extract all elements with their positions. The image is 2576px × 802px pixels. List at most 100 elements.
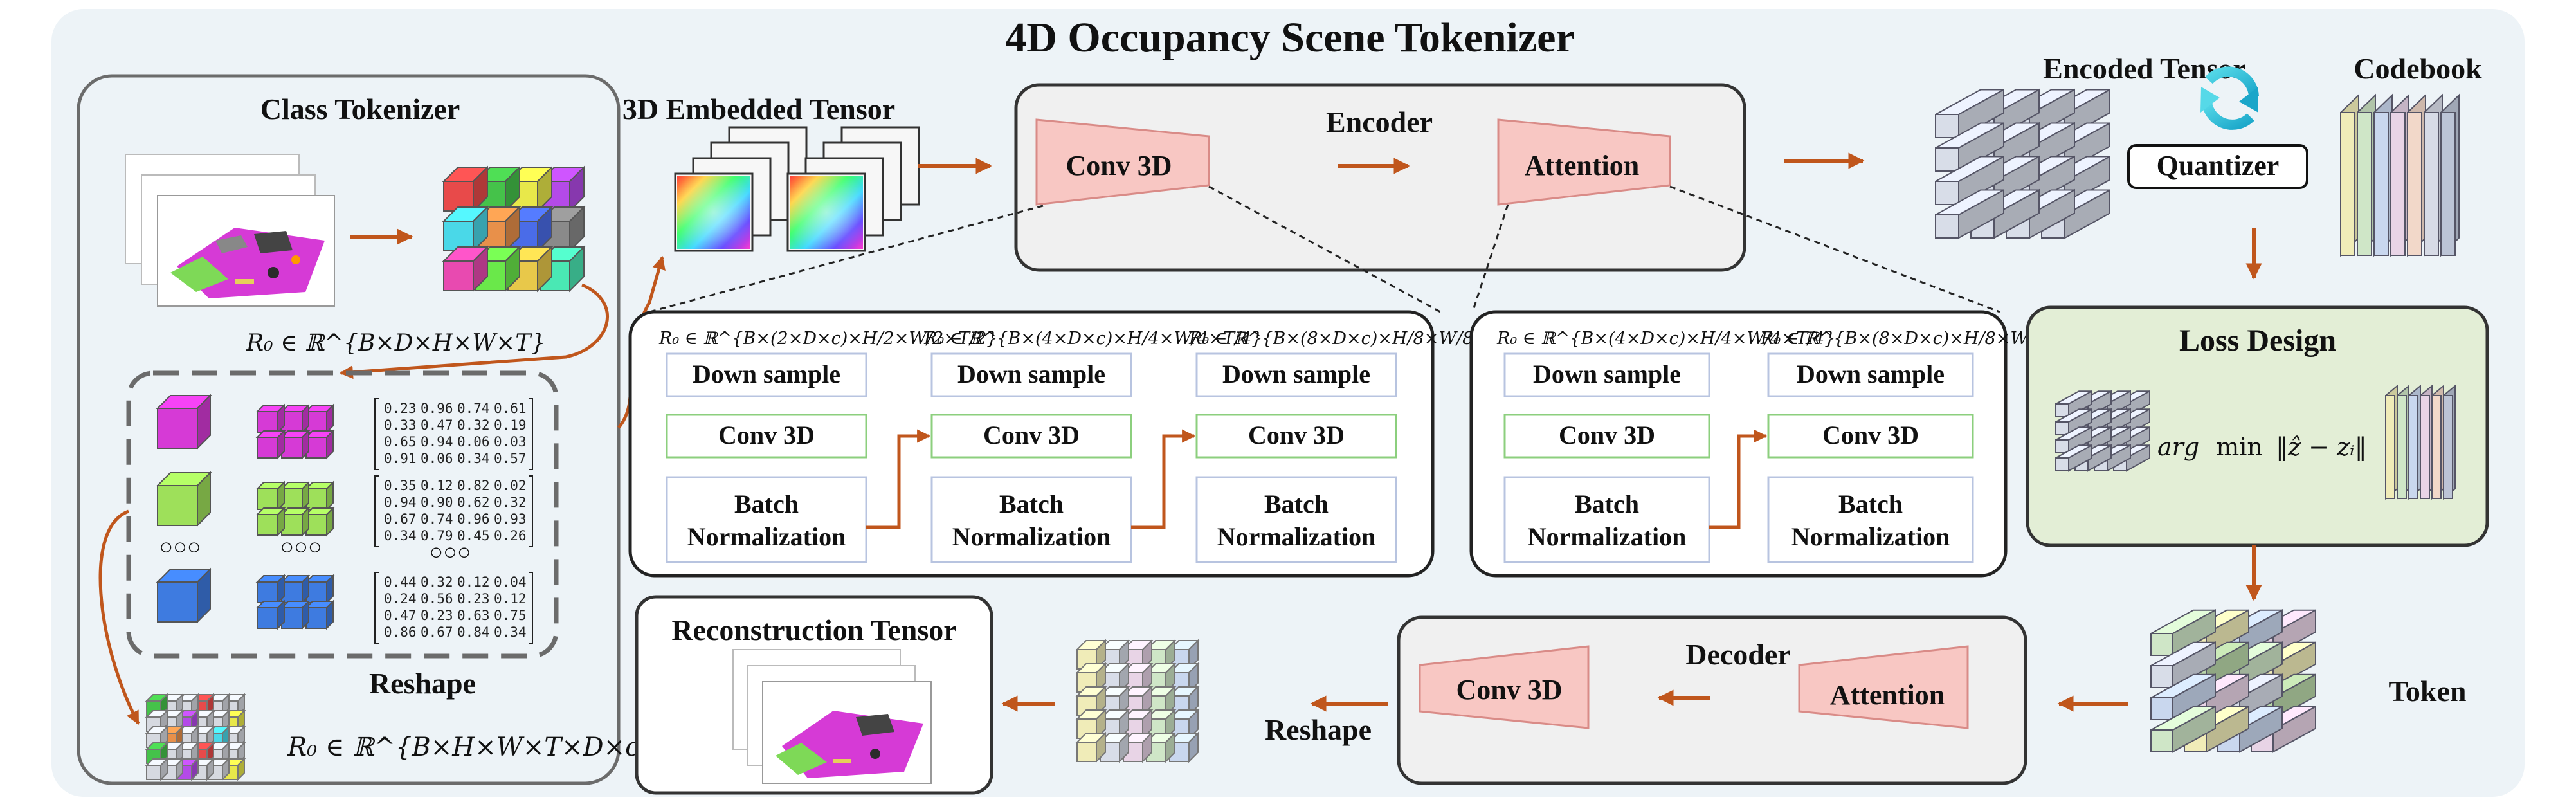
conv-detail-batchnorm-line2-1: Normalization (687, 522, 846, 551)
attention-detail-flow-arrow-1 (1709, 429, 1768, 529)
loss-formula-min: min (2216, 433, 2263, 461)
loss-codebook-mini (2385, 384, 2456, 500)
embedded-tensor-stack (674, 126, 920, 252)
matrix-1-cell-1-2: 0.32 (457, 417, 490, 433)
conv-detail-batchnorm-line1-2: Batch (999, 489, 1064, 518)
codebook-entry-2 (2357, 93, 2376, 257)
matrix-1-cell-1-0: 0.33 (384, 417, 417, 433)
encoded-bar-r2-c0 (1935, 155, 2004, 206)
encoder-conv3d-block (1035, 118, 1210, 206)
attention-detail-downsample-label-2: Down sample (1797, 360, 1945, 388)
matrix-2-cell-1-2: 0.62 (457, 495, 490, 510)
codebook-entry-4 (2390, 93, 2409, 257)
codebook-label: Codebook (2354, 52, 2482, 85)
matrix-3-cell-2-1: 0.23 (421, 608, 453, 623)
matrix-2-cell-0-1: 0.12 (421, 478, 453, 493)
occupancy-scene-stack (125, 154, 335, 307)
decoded-token-grid (1075, 639, 1200, 763)
reshape-cube-r4-c0 (145, 757, 169, 781)
matrix-1-left-bracket (374, 398, 379, 470)
conv-detail-downsample-label-3: Down sample (1222, 360, 1370, 388)
attention-detail-batchnorm-line1-1: Batch (1575, 489, 1639, 518)
matrix-1-cell-0-3: 0.61 (494, 401, 527, 416)
loss-codebook-entry-2 (2397, 384, 2409, 500)
token-bar-r0-c0 (2150, 609, 2216, 657)
attention-detail-conv3d-box-1 (1503, 414, 1710, 459)
conv-detail-conv3d-label-2: Conv 3D (983, 421, 1080, 450)
voxel-r1-c0 (442, 205, 489, 253)
matrix-2-cell-3-3: 0.26 (494, 528, 527, 543)
encoded-tensor-grid (1935, 88, 2110, 239)
matrix-1-cell-2-3: 0.03 (494, 434, 527, 450)
loss-grid-bar-r1-c0 (2055, 408, 2092, 436)
class-group-2-cube-r0-c2 (304, 480, 335, 511)
matrix-2-cell-0-2: 0.82 (457, 478, 490, 493)
detail-connector-conv-left (649, 205, 1044, 313)
encoded-bar-r3-c0 (1935, 188, 2004, 239)
class-group-2-cube-r1-c0 (255, 506, 286, 537)
conv-detail-formula-1: R₀ ∈ ℝ^{B×(2×D×c)×H/2×W/2×T/2} (658, 329, 997, 349)
class-group-3-cube-r0-c1 (280, 574, 311, 605)
codebook-entry-6 (2424, 93, 2443, 257)
matrix-1-cell-2-2: 0.06 (457, 434, 490, 450)
embedded-slice-2-1 (786, 172, 866, 252)
token-bar-r1-c0 (2150, 641, 2216, 689)
decoder-title: Decoder (1685, 638, 1790, 671)
loss-grid-bar-r3-c0 (2055, 444, 2092, 472)
class-ellipsis-2: ○○○ (280, 534, 322, 560)
arrow-voxels-to-class-matrices (339, 283, 609, 379)
matrix-3-cell-2-2: 0.63 (457, 608, 490, 623)
matrix-3-cell-3-0: 0.86 (384, 624, 417, 640)
matrix-2-cell-0-3: 0.02 (494, 478, 527, 493)
attention-detail-formula-1: R₀ ∈ ℝ^{B×(4×D×c)×H/4×W/4×T/4} (1496, 329, 1835, 349)
matrix-3-cell-1-3: 0.12 (494, 591, 527, 606)
encoded-bar-r1-c0 (1935, 122, 2004, 172)
conv-detail-flow-arrow-2 (1131, 429, 1196, 529)
matrix-1-cell-0-0: 0.23 (384, 401, 417, 416)
token-bar-r2-c0 (2150, 673, 2216, 721)
attention-detail-downsample-label-1: Down sample (1533, 360, 1681, 388)
matrix-2-left-bracket (374, 475, 379, 547)
conv-detail-downsample-box-2 (930, 352, 1132, 397)
matrix-3-cell-2-0: 0.47 (384, 608, 417, 623)
matrix-2-cell-1-3: 0.32 (494, 495, 527, 510)
class-group-3-cube-r0-c2 (304, 574, 335, 605)
encoder-attention-label: Attention (1525, 150, 1639, 181)
class-group-1-cube-r1-c2 (304, 429, 335, 460)
reshape-label: Reshape (1265, 713, 1372, 746)
conv-detail-conv3d-label-1: Conv 3D (718, 421, 815, 450)
reshaped-voxel-cube (145, 693, 246, 781)
matrix-2-cell-2-3: 0.93 (494, 511, 527, 527)
class-tokenizer-formula-bottom: R₀ ∈ ℝ^{B×H×W×T×D×c} (287, 733, 656, 762)
class-group-2-cube-r1-c1 (280, 506, 311, 537)
matrix-2-cell-1-0: 0.94 (384, 495, 417, 510)
loss-design-title: Loss Design (2179, 324, 2336, 358)
matrix-2-cell-3-2: 0.45 (457, 528, 490, 543)
matrix-1-cell-3-2: 0.34 (457, 451, 490, 466)
decoded-cube-r0-c0 (1075, 639, 1107, 671)
attention-detail-conv3d-box-2 (1767, 414, 1974, 459)
matrix-3-cell-1-1: 0.56 (421, 591, 453, 606)
loss-codebook-entry-6 (2443, 384, 2456, 500)
conv-detail-downsample-label-2: Down sample (957, 360, 1105, 388)
attention-detail-batchnorm-box-2 (1767, 476, 1974, 563)
voxel-r0-c0 (442, 165, 489, 213)
conv-detail-batchnorm-box-3 (1195, 476, 1397, 563)
class-group-1-cube-r1-c1 (280, 429, 311, 460)
loss-formula-body: ‖ẑ − zᵢ‖ (2276, 433, 2367, 461)
decoded-cube-r4-c4 (1168, 731, 1200, 763)
conv-detail-batchnorm-box-1 (666, 476, 867, 563)
matrix-2-cell-2-2: 0.96 (457, 511, 490, 527)
matrix-3-cell-0-1: 0.32 (421, 574, 453, 590)
detail-connector-attn-right (1669, 185, 2000, 313)
loss-grid-bar-r0-c0 (2055, 390, 2092, 418)
class-group-3-cube-r1-c0 (255, 599, 286, 630)
loss-formula-arg: arg (2157, 433, 2199, 461)
matrix-3-cell-2-3: 0.75 (494, 608, 527, 623)
matrix-2-cell-3-0: 0.34 (384, 528, 417, 543)
conv-detail-downsample-box-3 (1195, 352, 1397, 397)
matrix-1-cell-3-3: 0.57 (494, 451, 527, 466)
conv-detail-flow-arrow-1 (866, 429, 931, 529)
attention-detail-batchnorm-line1-2: Batch (1838, 489, 1903, 518)
encoder-title: Encoder (1326, 105, 1433, 138)
